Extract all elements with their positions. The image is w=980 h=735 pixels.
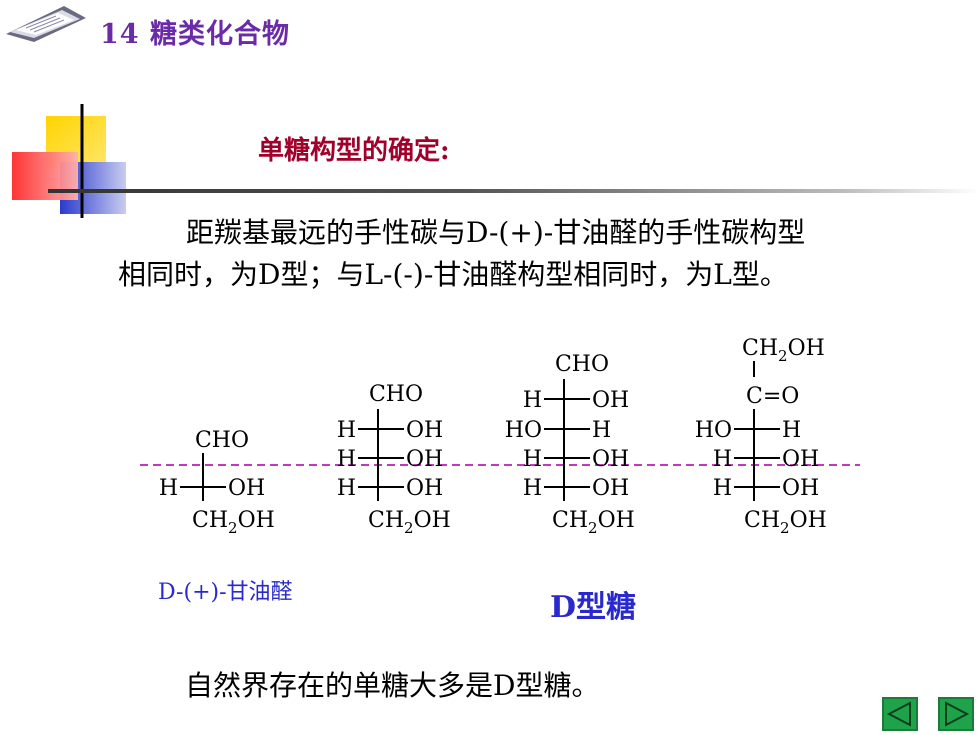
d-sugar-label: D型糖	[550, 590, 637, 625]
fischer-projections: CHO H OH CH2OH CHO H H H OH OH OH CH2OH …	[0, 325, 980, 555]
next-arrow-icon	[945, 701, 970, 727]
s4-left-3: H	[713, 476, 732, 501]
conclusion-text: 自然界存在的单糖大多是D型糖。	[185, 669, 600, 702]
s1-right: OH	[228, 476, 265, 501]
structure-4: CH2OH C=O HO H H H OH OH CH2OH	[695, 336, 827, 537]
s4-left-2: H	[713, 447, 732, 472]
decorative-squares	[12, 104, 126, 218]
s2-bottom: CH2OH	[368, 508, 451, 537]
paper-stack-icon	[6, 6, 86, 42]
s4-top: CH2OH	[742, 336, 825, 365]
s2-left-2: H	[337, 447, 356, 472]
s4-bottom: CH2OH	[744, 508, 827, 537]
s3-right-4: OH	[592, 476, 629, 501]
s4-left-1: HO	[695, 418, 732, 443]
s2-right-1: OH	[406, 418, 443, 443]
structure-glyceraldehyde: CHO H OH CH2OH	[159, 428, 275, 537]
s4-right-3: OH	[782, 476, 819, 501]
prev-arrow-icon	[886, 701, 911, 727]
prev-button[interactable]	[882, 697, 918, 731]
s2-right-3: OH	[406, 476, 443, 501]
s1-top: CHO	[195, 428, 249, 453]
s4-right-1: H	[782, 418, 801, 443]
structure-3: CHO H HO H H OH H OH OH CH2OH	[505, 352, 635, 537]
paragraph-line-2: 相同时，为D型；与L-(-)-甘油醛构型相同时，为L型。	[118, 258, 788, 291]
next-button[interactable]	[938, 697, 974, 731]
s3-right-2: H	[592, 418, 611, 443]
s4-carbonyl: C=O	[746, 384, 799, 409]
page-title: 14 糖类化合物	[100, 19, 290, 50]
section-title: 单糖构型的确定:	[258, 136, 450, 166]
s3-top: CHO	[555, 352, 609, 377]
s1-left: H	[159, 476, 178, 501]
s3-left-2: HO	[505, 418, 542, 443]
s3-bottom: CH2OH	[552, 508, 635, 537]
s3-left-3: H	[523, 447, 542, 472]
s3-right-3: OH	[592, 447, 629, 472]
glyceraldehyde-label: D-(+)-甘油醛	[158, 580, 293, 605]
s3-left-4: H	[523, 476, 542, 501]
definition-paragraph: 距羰基最远的手性碳与D-(+)-甘油醛的手性碳构型 相同时，为D型；与L-(-)…	[118, 212, 918, 296]
s2-left-1: H	[337, 418, 356, 443]
s2-top: CHO	[369, 382, 423, 407]
s4-right-2: OH	[782, 447, 819, 472]
s2-left-3: H	[337, 476, 356, 501]
structure-2: CHO H H H OH OH OH CH2OH	[337, 382, 451, 537]
paragraph-line-1: 距羰基最远的手性碳与D-(+)-甘油醛的手性碳构型	[186, 216, 806, 249]
s3-left-1: H	[523, 388, 542, 413]
s3-right-1: OH	[592, 388, 629, 413]
s1-bottom: CH2OH	[192, 508, 275, 537]
section-divider	[48, 189, 980, 193]
s2-right-2: OH	[406, 447, 443, 472]
